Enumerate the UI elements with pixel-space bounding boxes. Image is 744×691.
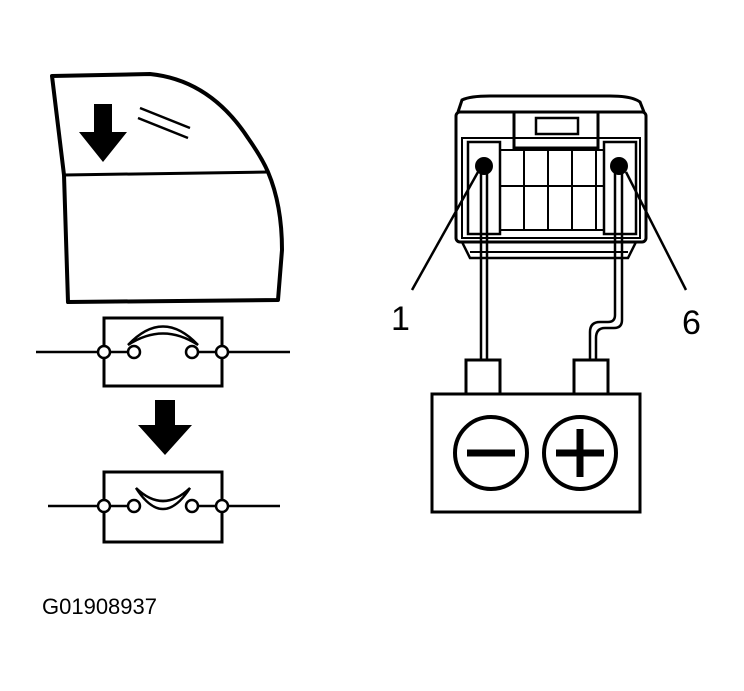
battery-positive-plus-icon [542, 415, 618, 491]
switch-down-arrow-icon [138, 400, 192, 455]
terminal-pin-6 [610, 157, 628, 175]
jumper-wires [479, 170, 624, 360]
switch-diagram-closed [36, 316, 290, 388]
switch-diagram-open [48, 470, 280, 544]
pin-leader-lines [410, 171, 688, 291]
motor-connector [454, 94, 648, 260]
terminal-pin-1 [475, 157, 493, 175]
window-down-arrow-icon [79, 104, 127, 162]
door-window-illustration [50, 72, 284, 304]
battery-negative-minus-icon [453, 415, 529, 491]
battery [430, 358, 642, 514]
figure-code: G01908937 [42, 594, 157, 619]
pin-label-6: 6 [682, 304, 701, 342]
pin-label-1: 1 [391, 300, 410, 338]
